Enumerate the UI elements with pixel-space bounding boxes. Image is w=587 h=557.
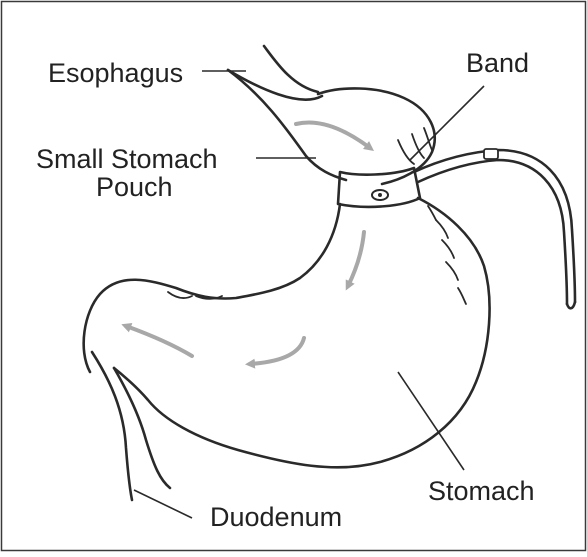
flow-arrow-icon (126, 326, 192, 356)
label-pouch-line1: Small Stomach (36, 144, 218, 174)
stomach-shape (84, 198, 490, 500)
esophagus-shape (228, 46, 322, 100)
duodenum-leader (134, 490, 192, 518)
tube-connector (484, 149, 498, 159)
leader-lines (134, 71, 484, 518)
band-leader (410, 86, 484, 160)
flow-arrow-icon (250, 338, 304, 364)
flow-arrow-icon (296, 122, 370, 148)
label-duodenum: Duodenum (210, 502, 342, 532)
stomach-leader (398, 372, 464, 470)
label-esophagus: Esophagus (48, 58, 183, 88)
gastric-band (338, 149, 575, 308)
label-stomach: Stomach (428, 476, 535, 506)
label-pouch-line2: Pouch (96, 172, 173, 202)
flow-arrow-icon (348, 232, 364, 286)
label-band: Band (466, 48, 529, 78)
